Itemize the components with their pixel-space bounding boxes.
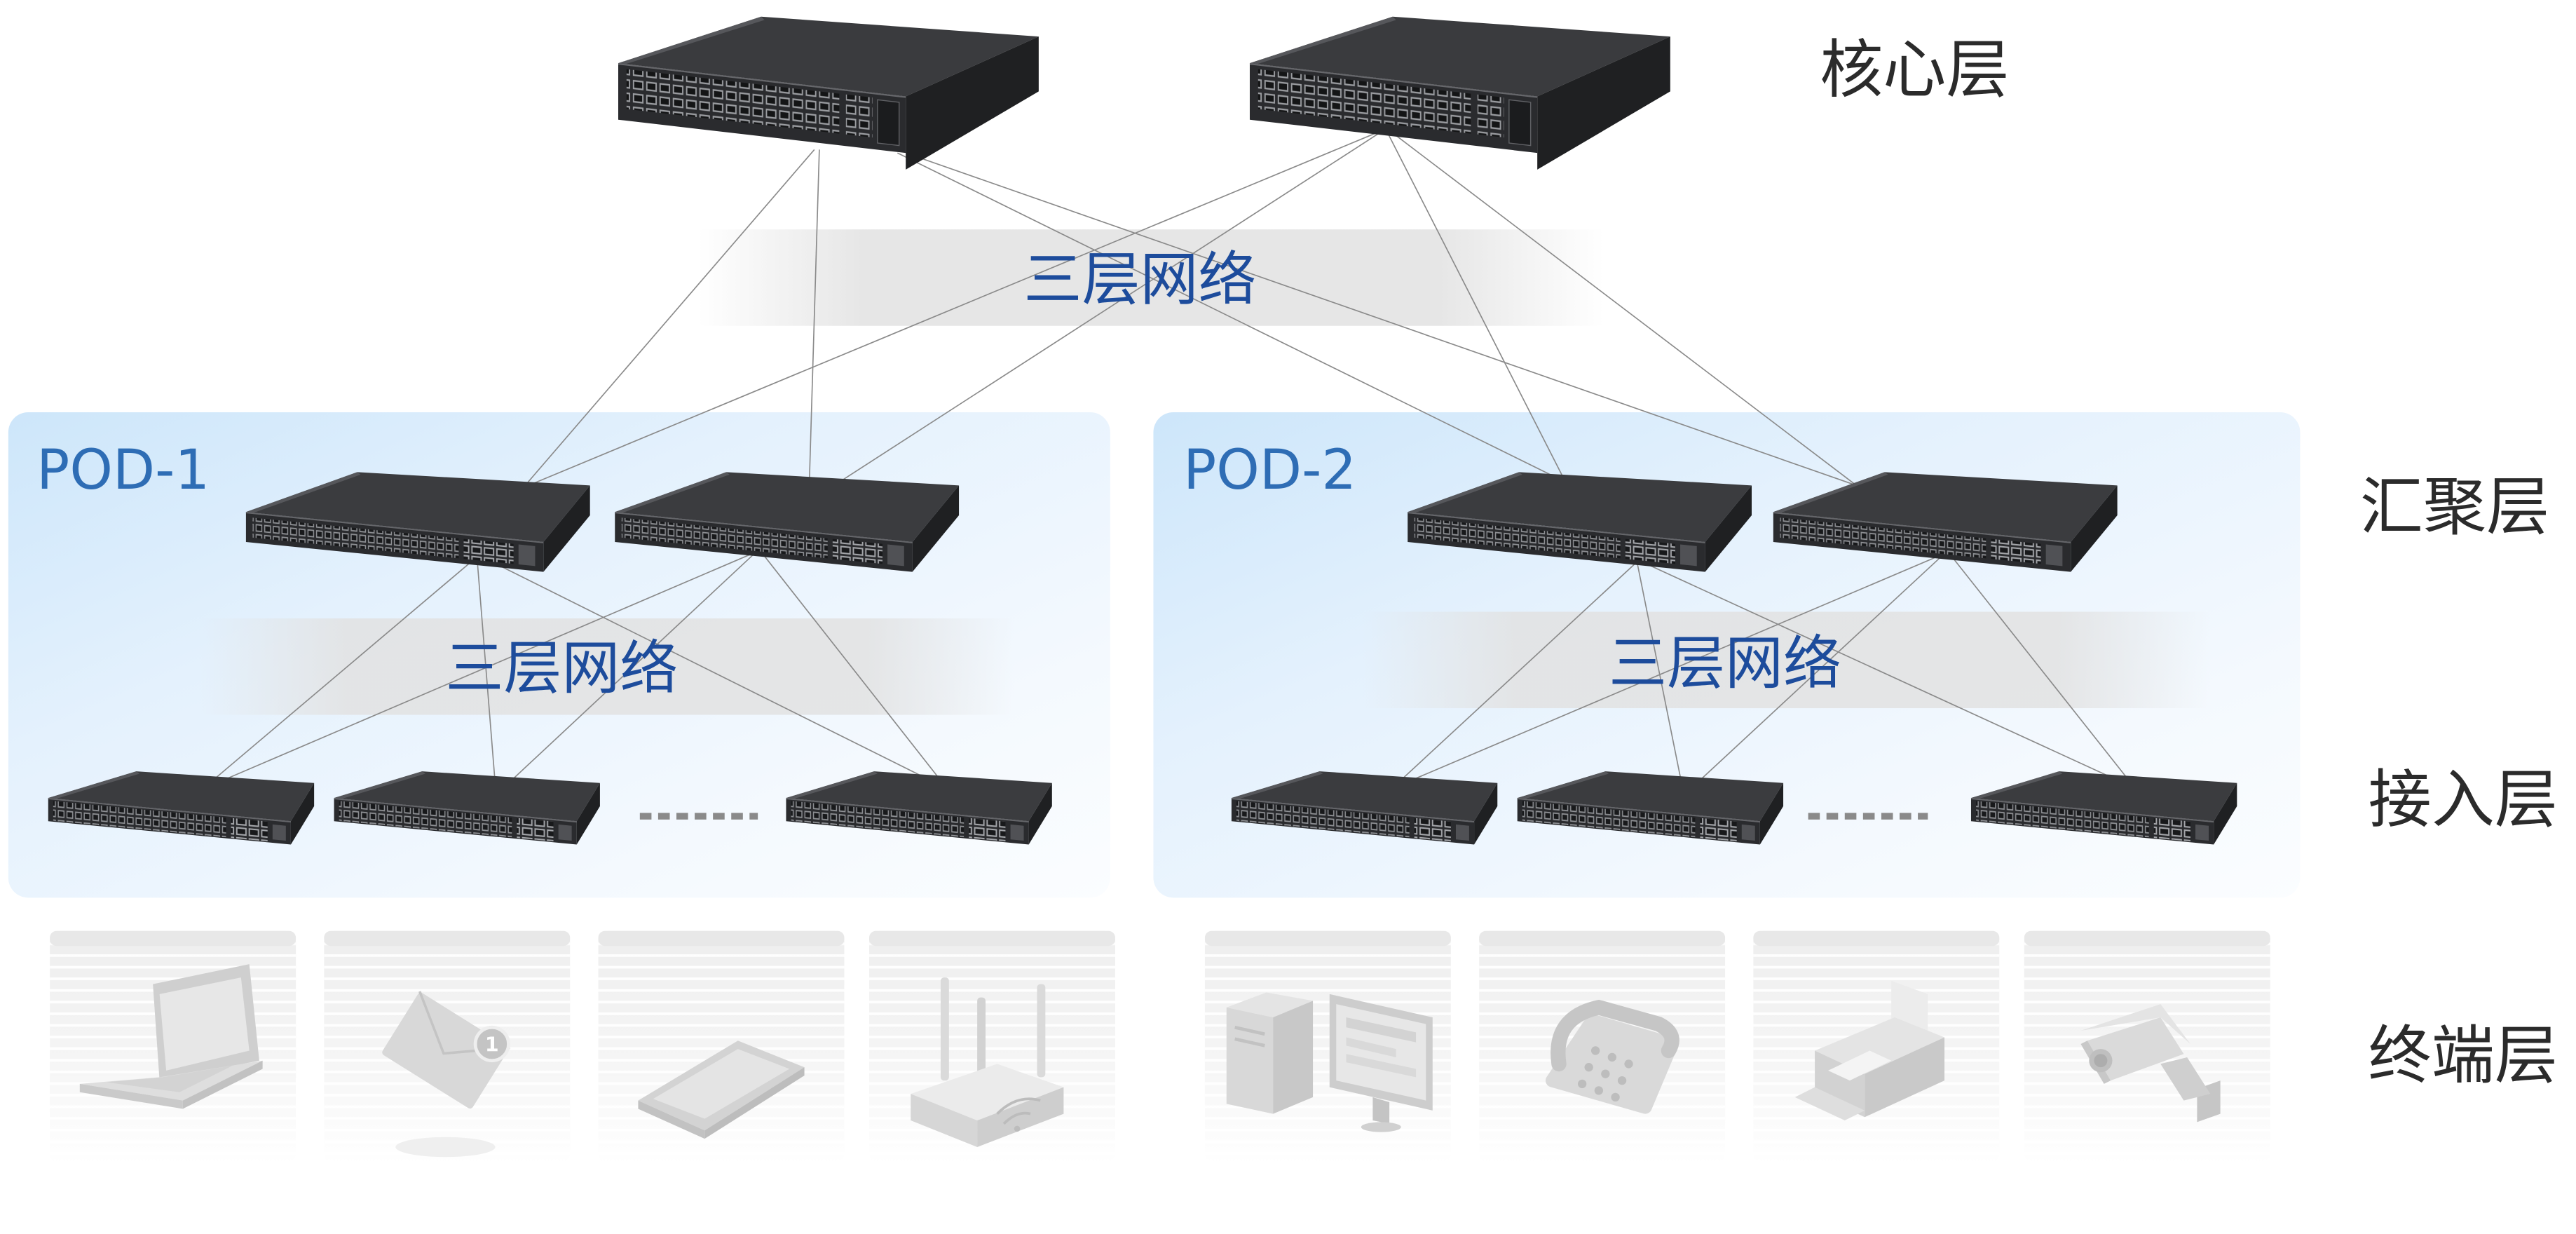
link-agg-1-access-3: [482, 556, 939, 785]
core-network-label: 三层网络: [1024, 245, 1257, 313]
link-agg-2-access-2: [506, 551, 757, 785]
access-layer-label: 接入层: [2369, 763, 2558, 836]
link-agg-3-access-4: [1396, 561, 1637, 785]
notification-badge: 1: [473, 1025, 510, 1063]
link-agg-4-access-6: [1949, 553, 2133, 785]
link-agg-3-access-5: [1636, 562, 1683, 785]
pod-1-label: POD-1: [36, 438, 210, 502]
core-layer-label: 核心层: [1820, 33, 2009, 107]
link-core-1-agg-4: [905, 152, 1857, 487]
link-agg-1-access-1: [207, 556, 478, 785]
core-switch-1: [617, 15, 1040, 171]
security-camera-icon: [2080, 1004, 2221, 1123]
notification-badge-count: 1: [485, 1033, 499, 1057]
pod-2-label: POD-2: [1183, 438, 1356, 502]
desk-telephone-icon: [1546, 999, 1679, 1114]
link-core-1-agg-3: [897, 152, 1566, 483]
laptop-icon: [79, 964, 263, 1109]
aggregation-layer-label: 汇聚层: [2360, 470, 2549, 544]
link-agg-2-access-3: [761, 551, 945, 785]
pod-1-network-band: [199, 618, 1014, 715]
link-core-2-agg-1: [528, 132, 1377, 487]
link-agg-1-access-2: [476, 557, 496, 785]
link-core-2-agg-2: [838, 132, 1380, 483]
wifi-router-icon: [911, 977, 1064, 1147]
pod-2-network-label: 三层网络: [1609, 629, 1841, 697]
links: [207, 132, 2133, 785]
link-agg-3-access-6: [1642, 561, 2128, 785]
envelope-icon: 1: [382, 991, 510, 1158]
terminal-layer-label: 终端层: [2369, 1019, 2558, 1092]
printer-icon: [1794, 980, 1945, 1121]
terminal-tile: [598, 930, 845, 1164]
desktop-computer-icon: [1226, 992, 1433, 1132]
link-core-2-agg-3: [1387, 133, 1567, 482]
link-core-1-agg-1: [524, 149, 815, 486]
link-agg-2-access-1: [212, 551, 757, 785]
link-agg-4-access-5: [1694, 552, 1945, 785]
pod-1-network-label: 三层网络: [445, 635, 678, 703]
link-core-2-agg-4: [1392, 133, 1857, 486]
smartphone-icon: [638, 1040, 805, 1139]
link-core-1-agg-2: [808, 149, 820, 482]
link-agg-4-access-4: [1401, 552, 1945, 785]
core-switch-2: [1248, 15, 1672, 171]
